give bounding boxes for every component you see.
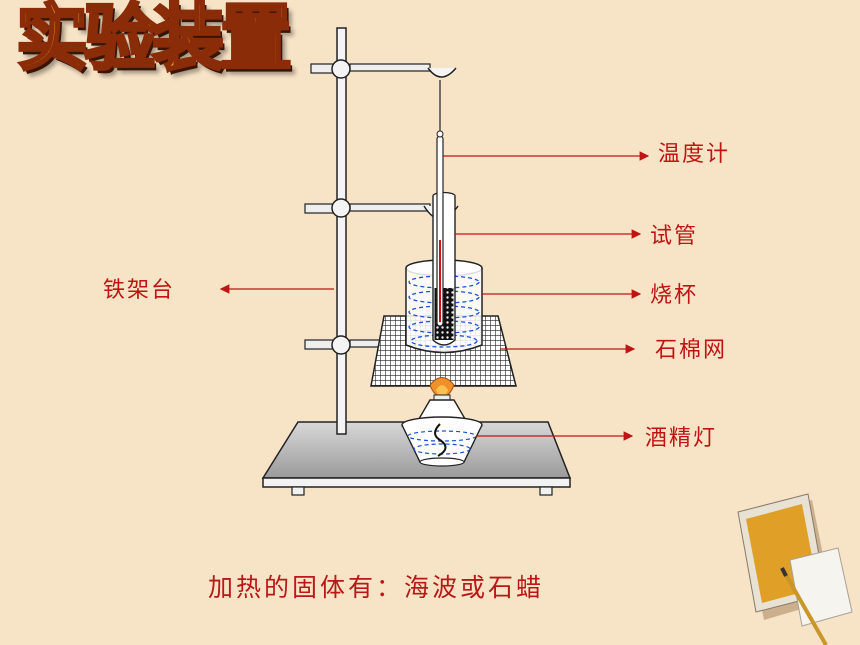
- slide-title: 实验装置: [14, 0, 293, 80]
- label-asbestos-gauze: 石棉网: [655, 338, 728, 363]
- alcohol-lamp: [401, 377, 483, 467]
- thermometer: [436, 130, 444, 327]
- bottom-clamp: [304, 335, 383, 355]
- label-lines: [219, 151, 650, 441]
- label-thermometer: 温度计: [658, 142, 731, 167]
- notebook-decoration: [737, 493, 853, 645]
- caption: 加热的固体有：海波或石蜡: [208, 573, 545, 602]
- top-clamp: [310, 59, 457, 133]
- stand-rod: [336, 27, 347, 435]
- test-tube: [432, 191, 456, 346]
- label-beaker: 烧杯: [650, 283, 699, 308]
- label-alcohol-lamp: 酒精灯: [645, 426, 718, 451]
- label-iron-stand: 铁架台: [103, 278, 176, 303]
- label-test-tube: 试管: [650, 224, 699, 249]
